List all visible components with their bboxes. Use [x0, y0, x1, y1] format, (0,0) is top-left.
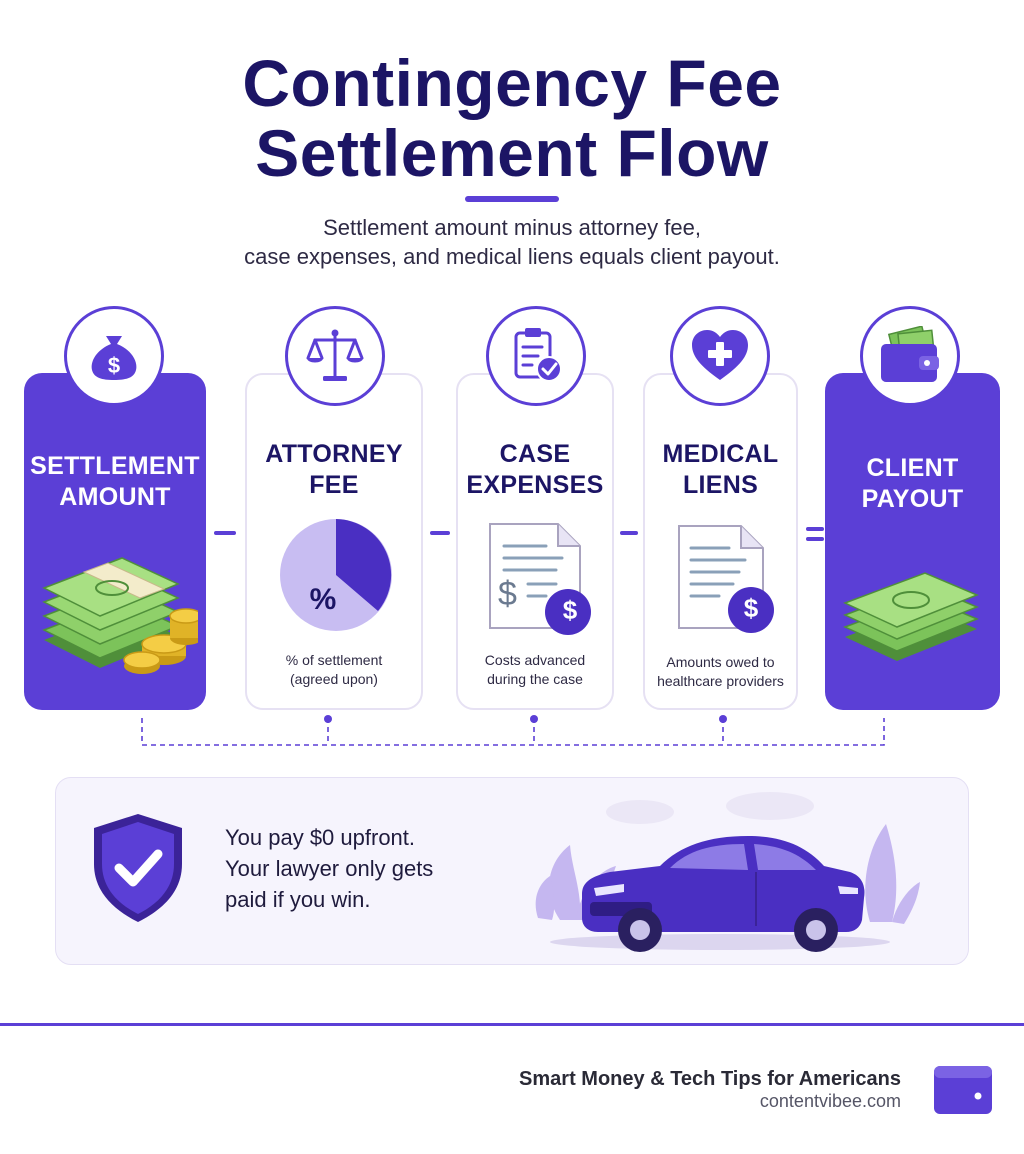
card-caption: Costs advanced during the case	[458, 651, 612, 689]
title-line-2: Settlement Flow	[255, 116, 769, 190]
card-title-line: LIENS	[682, 471, 759, 499]
shield-check-icon	[94, 814, 182, 922]
card-title-line: EXPENSES	[466, 471, 604, 499]
svg-text:$: $	[108, 353, 120, 378]
equals-operator-bottom	[806, 537, 824, 541]
caption-line: % of settlement	[285, 652, 383, 668]
minus-operator	[214, 531, 236, 535]
money-bag-icon: $	[64, 306, 164, 406]
card-title: CLIENT PAYOUT	[825, 453, 1000, 515]
footer-divider	[0, 1023, 1024, 1026]
page-subtitle: Settlement amount minus attorney fee, ca…	[0, 213, 1024, 271]
document-dollar-symbol: $	[498, 575, 517, 613]
wallet-logo-icon	[934, 1066, 992, 1114]
card-title: MEDICAL LIENS	[645, 439, 796, 501]
card-title-line: CLIENT	[866, 454, 959, 482]
scales-icon	[285, 306, 385, 406]
title-underline	[465, 196, 559, 202]
card-title-line: PAYOUT	[861, 485, 964, 513]
wallet-icon	[860, 306, 960, 406]
card-title-line: CASE	[499, 440, 571, 468]
footer-site-link[interactable]: contentvibee.com	[759, 1091, 901, 1111]
dollar-badge-symbol: $	[743, 593, 759, 623]
card-settlement-amount: SETTLEMENT AMOUNT	[24, 373, 206, 710]
caption-line: during the case	[487, 671, 583, 687]
subtitle-line-1: Settlement amount minus attorney fee,	[323, 215, 701, 240]
title-line-1: Contingency Fee	[242, 46, 782, 120]
cash-stack-coins-icon	[42, 557, 198, 674]
card-medical-liens: MEDICAL LIENS $ Amounts owed to healthca…	[643, 373, 798, 710]
minus-operator	[430, 531, 450, 535]
caption-line: (agreed upon)	[290, 671, 378, 687]
dollar-badge-symbol: $	[562, 595, 578, 625]
card-title-line: ATTORNEY	[265, 440, 403, 468]
lien-document-icon	[678, 525, 774, 633]
minus-operator	[620, 531, 638, 535]
footer-tagline: Smart Money & Tech Tips for Americans	[519, 1068, 901, 1090]
expense-document-icon	[489, 523, 591, 635]
dashed-connector	[141, 715, 885, 746]
card-title-line: SETTLEMENT	[30, 452, 200, 480]
pie-percent-label: %	[309, 583, 337, 616]
card-caption: % of settlement (agreed upon)	[247, 651, 421, 689]
info-line: Your lawyer only gets	[225, 856, 434, 881]
caption-line: Costs advanced	[484, 652, 586, 668]
card-client-payout: CLIENT PAYOUT	[825, 373, 1000, 710]
info-line: You pay $0 upfront.	[225, 825, 416, 850]
clipboard-check-icon	[486, 306, 586, 406]
card-title-line: MEDICAL	[662, 440, 779, 468]
card-title: SETTLEMENT AMOUNT	[24, 451, 206, 513]
cash-stack-icon	[843, 572, 979, 661]
card-title: CASE EXPENSES	[458, 439, 612, 501]
card-caption: Amounts owed to healthcare providers	[645, 653, 796, 691]
card-title: ATTORNEY FEE	[247, 439, 421, 501]
caption-line: healthcare providers	[657, 673, 784, 689]
page-title: Contingency Fee Settlement Flow	[0, 48, 1024, 188]
car-illustration	[535, 792, 920, 952]
subtitle-line-2: case expenses, and medical liens equals …	[244, 244, 780, 269]
card-attorney-fee: ATTORNEY FEE % % of settlement (agreed u…	[245, 373, 423, 710]
card-title-line: FEE	[309, 471, 359, 499]
card-title-line: AMOUNT	[59, 483, 171, 511]
info-line: paid if you win.	[225, 887, 371, 912]
equals-operator-top	[806, 527, 824, 531]
card-case-expenses: CASE EXPENSES $ $ Costs advanced during …	[456, 373, 614, 710]
info-message: You pay $0 upfront. Your lawyer only get…	[225, 822, 525, 915]
pie-chart-icon	[280, 519, 392, 631]
caption-line: Amounts owed to	[666, 654, 775, 670]
heart-plus-icon	[670, 306, 770, 406]
